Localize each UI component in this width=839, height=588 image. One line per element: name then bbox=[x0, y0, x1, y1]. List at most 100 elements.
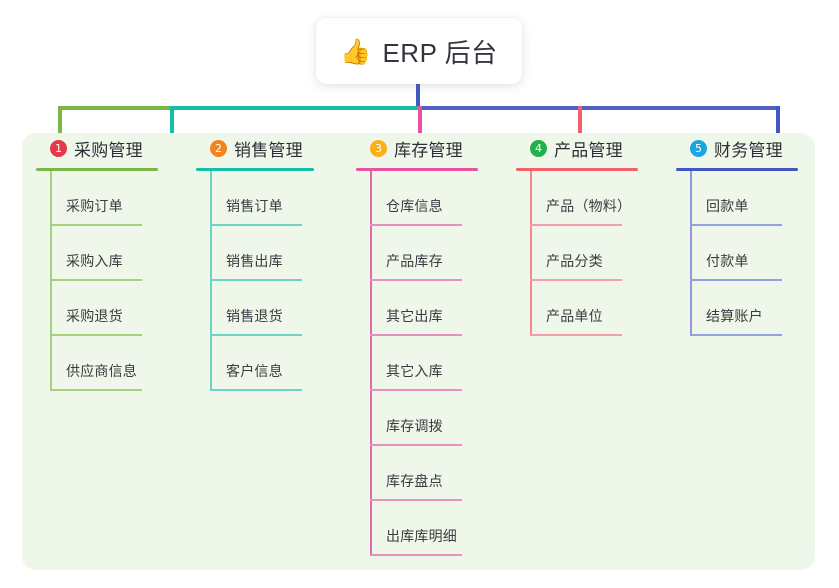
trunk-stem-connector bbox=[416, 84, 420, 108]
leaf-item-rule bbox=[530, 334, 622, 336]
leaf-item-rule bbox=[370, 224, 462, 226]
column-title-5: 财务管理 bbox=[714, 140, 783, 160]
drop-connector-2 bbox=[170, 106, 174, 142]
column-badge-1: 1 bbox=[50, 139, 67, 157]
leaf-item[interactable]: 采购退货 bbox=[50, 281, 158, 336]
leaf-item-label: 采购订单 bbox=[66, 198, 123, 214]
column-4: 4 产品管理产品（物料） 产品分类产品单位 bbox=[516, 133, 638, 336]
leaf-item[interactable]: 付款单 bbox=[690, 226, 798, 281]
leaf-item-label: 销售订单 bbox=[226, 198, 283, 214]
leaf-item[interactable]: 库存调拨 bbox=[370, 391, 478, 446]
leaf-item-label: 采购入库 bbox=[66, 253, 123, 269]
leaf-item[interactable]: 采购入库 bbox=[50, 226, 158, 281]
leaf-item[interactable]: 产品单位 bbox=[530, 281, 638, 336]
leaf-item[interactable]: 产品（物料） bbox=[530, 171, 638, 226]
column-header-1[interactable]: 1 采购管理 bbox=[36, 133, 158, 163]
leaf-spine-2 bbox=[210, 171, 212, 391]
root-node-card[interactable]: 👍 ERP 后台 bbox=[316, 18, 522, 84]
leaf-item-label: 产品分类 bbox=[546, 253, 603, 269]
leaf-item[interactable]: 回款单 bbox=[690, 171, 798, 226]
leaf-item[interactable]: 其它出库 bbox=[370, 281, 478, 336]
column-rule-2 bbox=[196, 168, 314, 171]
leaf-item-rule bbox=[210, 279, 302, 281]
leaf-item-label: 库存调拨 bbox=[386, 418, 443, 434]
leaf-spine-5 bbox=[690, 171, 692, 336]
drop-connector-5 bbox=[776, 106, 780, 142]
column-badge-2: 2 bbox=[210, 139, 227, 157]
leaf-item[interactable]: 其它入库 bbox=[370, 336, 478, 391]
leaf-spine-3 bbox=[370, 171, 372, 556]
leaf-list-5: 回款单付款单结算账户 bbox=[676, 171, 798, 336]
root-node-title: ERP 后台 bbox=[382, 37, 498, 68]
leaf-item[interactable]: 仓库信息 bbox=[370, 171, 478, 226]
leaf-item-rule bbox=[210, 389, 302, 391]
leaf-item-label: 库存盘点 bbox=[386, 473, 443, 489]
column-rule-3 bbox=[356, 168, 478, 171]
leaf-item-rule bbox=[370, 554, 462, 556]
bus-segment-3 bbox=[418, 106, 778, 110]
column-badge-3: 3 bbox=[370, 139, 387, 157]
column-badge-4: 4 bbox=[530, 139, 547, 157]
leaf-spine-4 bbox=[530, 171, 532, 336]
bus-segment-2 bbox=[170, 106, 418, 110]
leaf-list-2: 销售订单销售出库销售退货客户信息 bbox=[196, 171, 314, 391]
leaf-item-label: 销售退货 bbox=[226, 308, 283, 324]
column-title-1: 采购管理 bbox=[74, 140, 143, 160]
leaf-item[interactable]: 库存盘点 bbox=[370, 446, 478, 501]
leaf-item-label: 产品库存 bbox=[386, 253, 443, 269]
leaf-item-rule bbox=[690, 334, 782, 336]
leaf-item-rule bbox=[50, 224, 142, 226]
leaf-item[interactable]: 产品分类 bbox=[530, 226, 638, 281]
leaf-item[interactable]: 销售退货 bbox=[210, 281, 314, 336]
leaf-item[interactable]: 客户信息 bbox=[210, 336, 314, 391]
leaf-item-rule bbox=[210, 334, 302, 336]
drop-connector-1 bbox=[58, 106, 62, 142]
leaf-item-label: 结算账户 bbox=[706, 308, 763, 324]
column-rule-4 bbox=[516, 168, 638, 171]
leaf-item-rule bbox=[690, 224, 782, 226]
column-3: 3 库存管理仓库信息产品库存其它出库其它入库库存调拨库存盘点出库库明细 bbox=[356, 133, 478, 556]
leaf-item-rule bbox=[50, 334, 142, 336]
leaf-item[interactable]: 结算账户 bbox=[690, 281, 798, 336]
leaf-item-label: 供应商信息 bbox=[66, 363, 137, 379]
leaf-item-label: 客户信息 bbox=[226, 363, 283, 379]
column-header-4[interactable]: 4 产品管理 bbox=[516, 133, 638, 163]
leaf-item-label: 其它出库 bbox=[386, 308, 443, 324]
root-node-inner: 👍 ERP 后台 bbox=[340, 33, 497, 70]
leaf-item-rule bbox=[530, 279, 622, 281]
drop-connector-3 bbox=[418, 106, 422, 142]
leaf-item[interactable]: 产品库存 bbox=[370, 226, 478, 281]
leaf-item-rule bbox=[50, 279, 142, 281]
column-1: 1 采购管理采购订单采购入库采购退货供应商信息 bbox=[36, 133, 158, 391]
column-rule-1 bbox=[36, 168, 158, 171]
leaf-item-rule bbox=[210, 224, 302, 226]
leaf-item[interactable]: 采购订单 bbox=[50, 171, 158, 226]
leaf-item-rule bbox=[370, 334, 462, 336]
bus-segment-1 bbox=[58, 106, 170, 110]
column-rule-5 bbox=[676, 168, 798, 171]
leaf-spine-1 bbox=[50, 171, 52, 391]
leaf-item-rule bbox=[50, 389, 142, 391]
leaf-item[interactable]: 销售出库 bbox=[210, 226, 314, 281]
column-header-3[interactable]: 3 库存管理 bbox=[356, 133, 478, 163]
leaf-item-rule bbox=[530, 224, 622, 226]
leaf-list-4: 产品（物料） 产品分类产品单位 bbox=[516, 171, 638, 336]
leaf-item[interactable]: 出库库明细 bbox=[370, 501, 478, 556]
leaf-item-label: 付款单 bbox=[706, 253, 749, 269]
leaf-item-rule bbox=[370, 444, 462, 446]
leaf-item-label: 销售出库 bbox=[226, 253, 283, 269]
leaf-item[interactable]: 销售订单 bbox=[210, 171, 314, 226]
leaf-item-label: 其它入库 bbox=[386, 363, 443, 379]
column-title-3: 库存管理 bbox=[394, 140, 463, 160]
leaf-item[interactable]: 供应商信息 bbox=[50, 336, 158, 391]
leaf-item-rule bbox=[370, 389, 462, 391]
leaf-list-1: 采购订单采购入库采购退货供应商信息 bbox=[36, 171, 158, 391]
column-title-4: 产品管理 bbox=[554, 140, 623, 160]
leaf-item-label: 回款单 bbox=[706, 198, 749, 214]
leaf-item-label: 仓库信息 bbox=[386, 198, 443, 214]
